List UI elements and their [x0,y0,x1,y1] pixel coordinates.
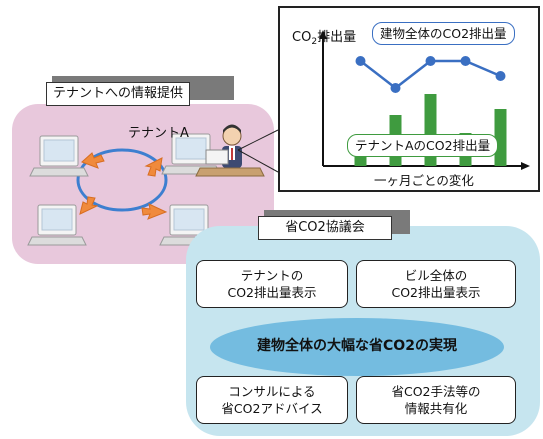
laptop-icon-top-right [161,133,221,175]
callout-connector [237,149,279,173]
tenant-person-icon [195,124,265,177]
callout-connector [237,129,279,151]
point-building-total [355,56,366,66]
council-center-ellipse [210,318,504,376]
arrow-icon-bottom-left [79,196,99,215]
council-center-goal: 建物全体の大幅な省CO2の実現 [257,338,457,354]
bar-tenant-a [494,109,507,166]
point-building-total [425,56,436,66]
tenant-a-label: テナントA [128,126,189,141]
point-building-total [460,56,471,66]
tenant-emission-callout: テナントAのCO2排出量 [347,134,499,157]
arrow-icon-top-right [144,157,163,177]
council-header: 省CO2協議会 [258,216,392,240]
chart-x-label: 一ヶ月ごとの変化 [374,173,474,188]
point-building-total [495,71,506,81]
y-axis-arrow [319,30,327,39]
tenant-section-header: テナントへの情報提供 [46,82,191,106]
building-emission-callout: 建物全体のCO2排出量 [372,22,515,45]
card-consultant-advice: コンサルによる省CO2アドバイス [196,376,348,424]
card-info-sharing: 省CO2手法等の情報共有化 [356,376,516,424]
point-building-total [390,83,401,93]
arrow-icon-bottom-right [141,203,168,220]
laptop-icon-top-left [29,135,89,177]
arrow-icon-top-left [81,152,105,169]
chart-y-label: CO2排出量 [292,30,357,47]
x-axis-arrow [521,162,530,170]
network-loop [76,148,168,212]
laptop-icon-bottom-left [27,204,87,246]
